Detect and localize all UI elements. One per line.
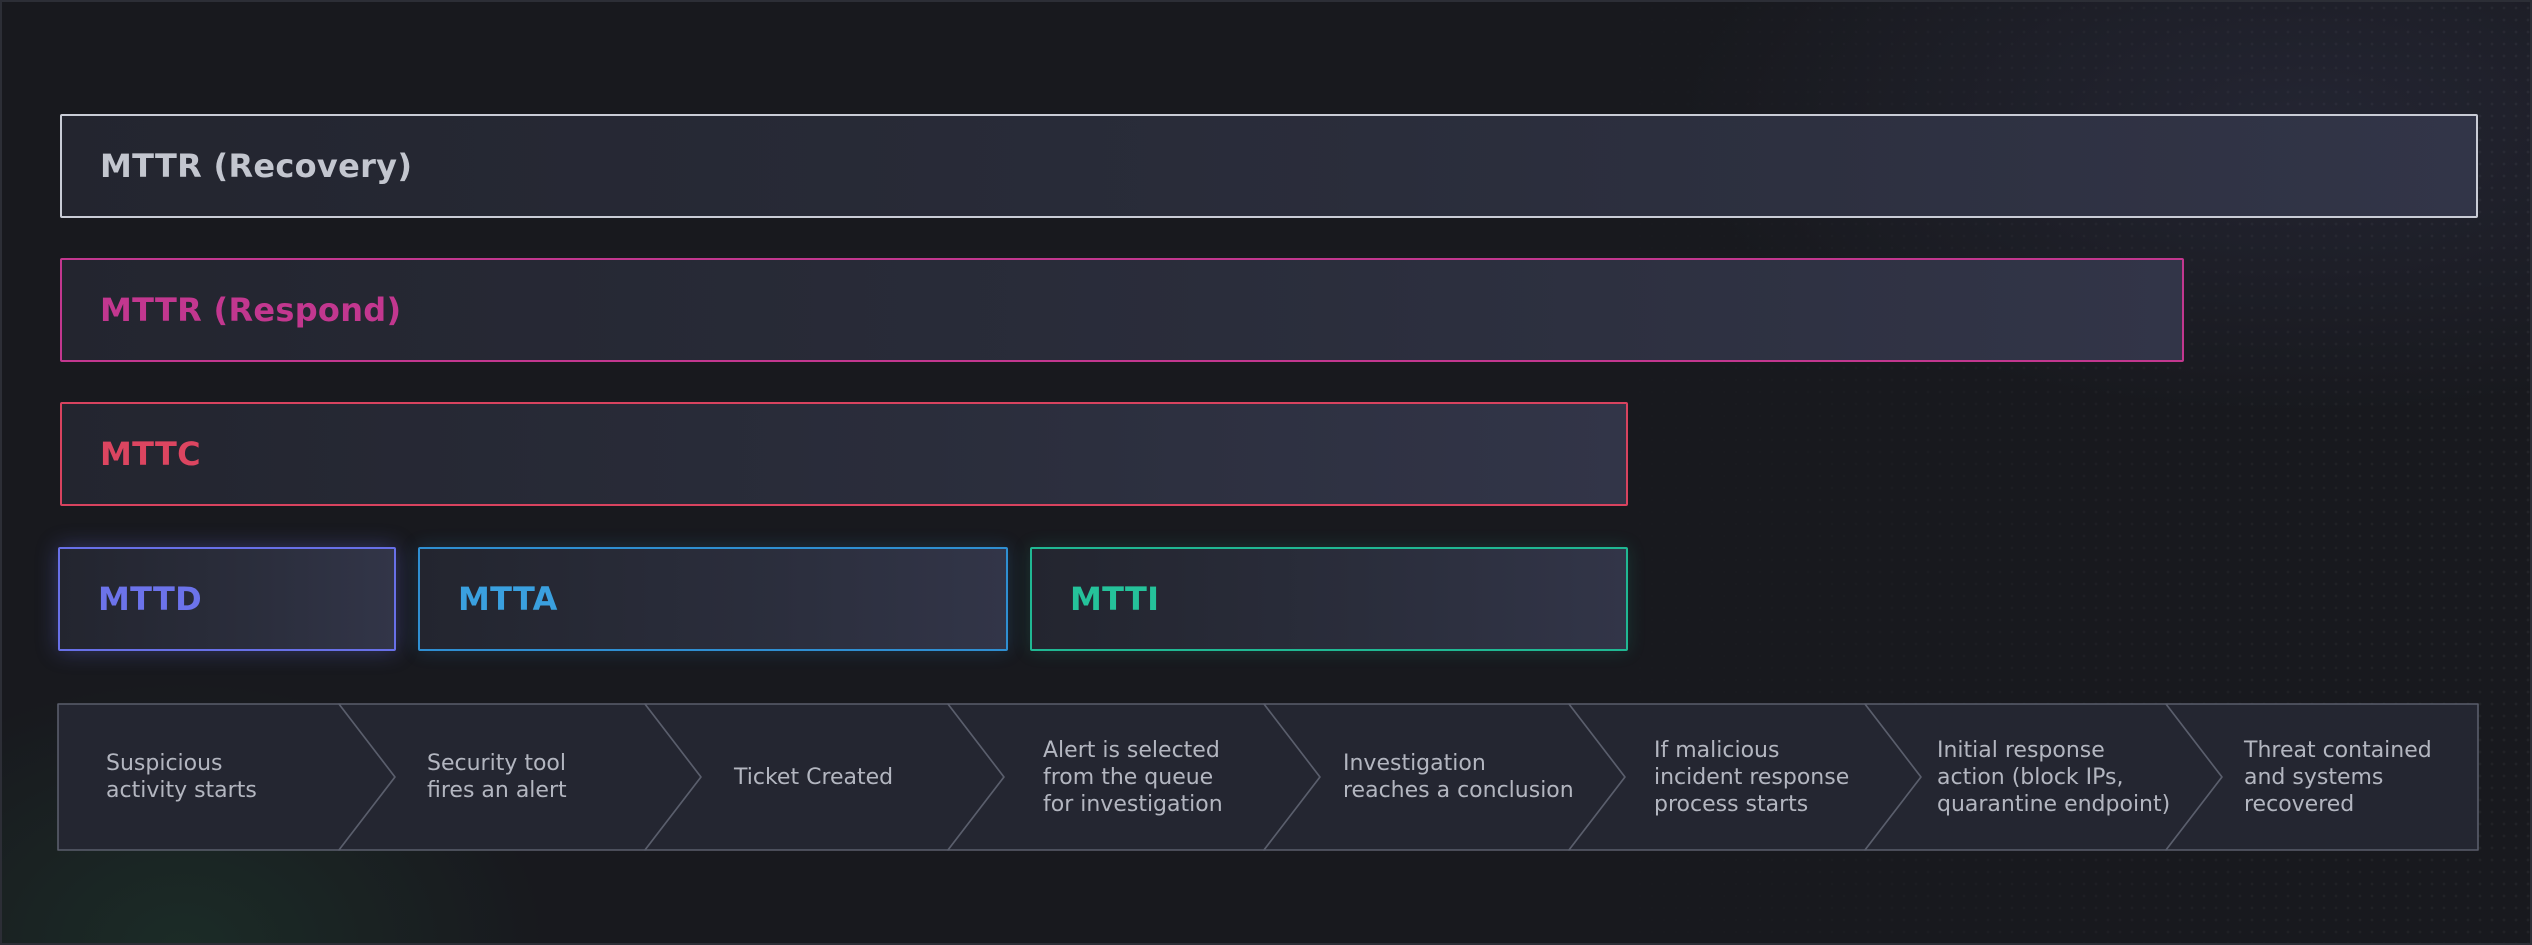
bar-mttd: MTTD: [58, 547, 396, 651]
bar-label-mtti: MTTI: [1070, 580, 1160, 618]
bar-label-mttr-recovery: MTTR (Recovery): [100, 147, 413, 185]
flow-step-label: Initial response action (block IPs, quar…: [1937, 737, 2171, 817]
flow-step-label: Security tool fires an alert: [427, 751, 567, 803]
bar-mtta: MTTA: [418, 547, 1008, 651]
bar-label-mttd: MTTD: [98, 580, 202, 618]
bar-mttr-recovery: MTTR (Recovery): [60, 114, 2478, 218]
flow-step-shape: [2165, 703, 2479, 851]
bar-label-mtta: MTTA: [458, 580, 558, 618]
flow-step-label: Suspicious activity starts: [106, 751, 257, 803]
flow-step-label: Alert is selected from the queue for inv…: [1043, 737, 1223, 817]
bar-mtti: MTTI: [1030, 547, 1628, 651]
flow-step-label: Threat contained and systems recovered: [2244, 737, 2432, 817]
bar-mttr-respond: MTTR (Respond): [60, 258, 2184, 362]
bar-label-mttr-respond: MTTR (Respond): [100, 291, 402, 329]
bar-label-mttc: MTTC: [100, 435, 201, 473]
flow-step-label: If malicious incident response process s…: [1654, 737, 1850, 817]
flow-step-label: Investigation reaches a conclusion: [1343, 751, 1574, 803]
bar-mttc: MTTC: [60, 402, 1628, 506]
flow-step-label: Ticket Created: [734, 764, 894, 790]
